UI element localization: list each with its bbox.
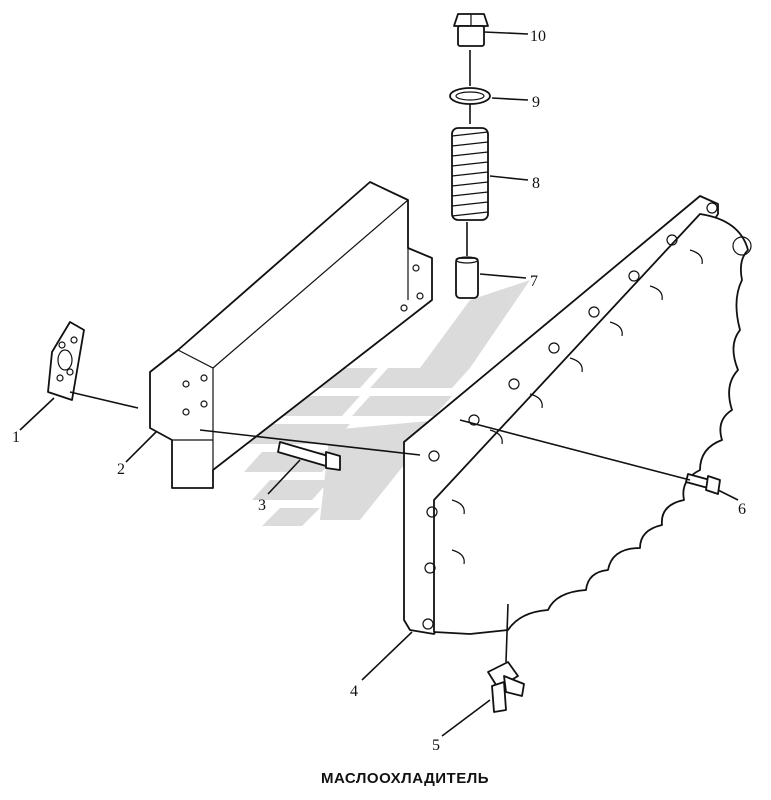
plug-part — [453, 13, 489, 47]
o-ring-part — [449, 87, 491, 105]
callout-4: 4 — [350, 683, 358, 700]
callout-5: 5 — [432, 737, 440, 754]
callout-3: 3 — [258, 497, 266, 514]
bolt-part — [277, 441, 341, 471]
leader-lines — [19, 31, 739, 737]
callout-10: 10 — [530, 28, 546, 45]
callout-2: 2 — [117, 461, 125, 478]
callout-8: 8 — [532, 175, 540, 192]
cover-bolt-part — [685, 473, 721, 495]
diagram-caption: МАСЛООХЛАДИТЕЛЬ — [321, 770, 489, 787]
watermark-logo-icon — [222, 280, 530, 526]
valve-plunger-part — [455, 256, 479, 299]
callout-1: 1 — [12, 429, 20, 446]
callout-9: 9 — [532, 94, 540, 111]
gasket-part — [47, 321, 85, 401]
oil-cooler-cover-part — [403, 195, 752, 635]
callout-6: 6 — [738, 501, 746, 518]
callout-7: 7 — [530, 273, 538, 290]
oil-cooler-housing-part — [149, 181, 433, 489]
valve-spring-part — [451, 127, 489, 221]
drain-valve-part — [487, 603, 525, 713]
